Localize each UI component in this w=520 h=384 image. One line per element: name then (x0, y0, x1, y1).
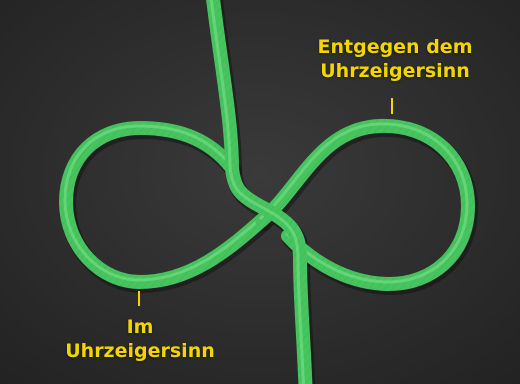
counterclockwise-label-line2: Uhrzeigersinn (300, 59, 490, 83)
counterclockwise-label-line1: Entgegen dem (300, 35, 490, 59)
clockwise-label: Im Uhrzeigersinn (50, 315, 230, 363)
counterclockwise-label: Entgegen dem Uhrzeigersinn (300, 35, 490, 83)
clockwise-label-line2: Uhrzeigersinn (50, 339, 230, 363)
clockwise-pointer (138, 291, 140, 306)
clockwise-label-line1: Im (50, 315, 230, 339)
counterclockwise-pointer (391, 98, 393, 114)
